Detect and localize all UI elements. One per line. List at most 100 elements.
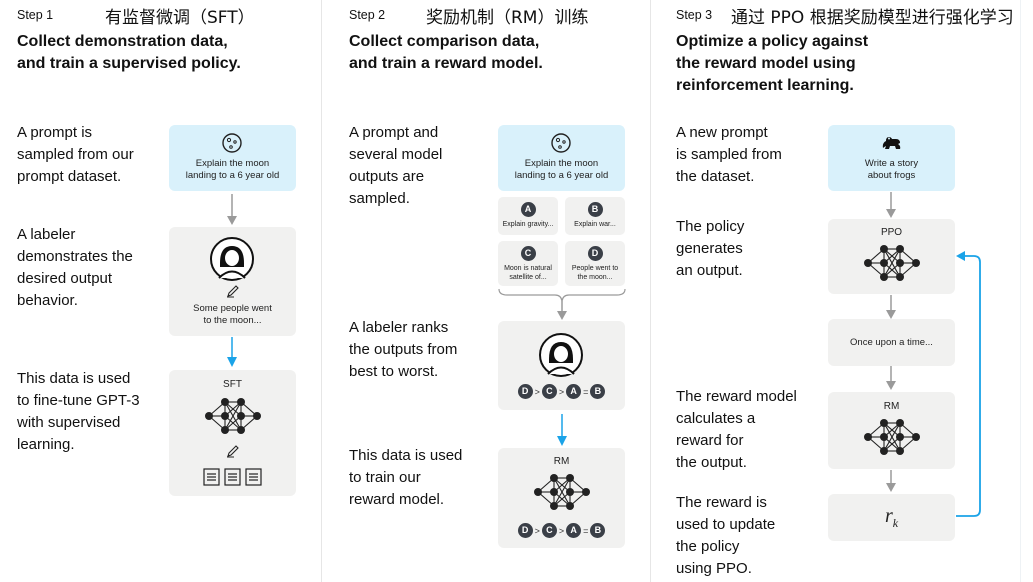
flow-arrow: [886, 295, 896, 319]
flow-arrow: [227, 194, 237, 225]
rank-badge: D: [517, 384, 533, 399]
prompt-text-line: about frogs: [867, 170, 916, 181]
desc-line: A prompt and: [349, 124, 439, 141]
desc-line: learning.: [17, 436, 75, 453]
feedback-loop-arrow: [956, 251, 981, 517]
flow-arrow-blue: [227, 337, 237, 367]
rank-operator: =: [583, 525, 589, 536]
desc-line: sampled from our: [17, 146, 134, 163]
rank-badge: A: [566, 523, 582, 538]
step2-desc-rank: A labeler ranks the outputs from best to…: [349, 317, 457, 383]
ppo-label: PPO: [880, 227, 903, 238]
step3-heading-line2: the reward model using: [676, 55, 856, 72]
step2-heading: Collect comparison data, and train a rew…: [349, 31, 543, 75]
flow-arrow: [886, 470, 896, 492]
pencil-icon: [227, 445, 239, 458]
step1-sft-model-card: SFT: [169, 370, 296, 496]
neural-network-icon: [205, 398, 261, 434]
output-text: satellite of...: [509, 274, 547, 281]
rm-label: RM: [883, 401, 900, 412]
desc-line: prompt dataset.: [17, 168, 122, 185]
moon-icon: [551, 133, 571, 153]
prompt-text-line: landing to a 6 year old: [514, 170, 609, 181]
step3-column: Step 3 通过 PPO 根据奖励模型进行强化学习 Optimize a po…: [651, 0, 1033, 582]
output-text: the moon...: [577, 274, 613, 281]
bracket-connector: [498, 288, 626, 320]
rank-badge: C: [541, 523, 557, 538]
demo-text-line: Some people went: [193, 303, 272, 314]
desc-line: using PPO.: [676, 560, 752, 577]
step3-output-card: Once upon a time...: [828, 319, 955, 366]
prompt-text-line: Write a story: [864, 158, 919, 169]
desc-line: behavior.: [17, 292, 78, 309]
output-card-d: D People went to the moon...: [565, 241, 625, 286]
step1-heading: Collect demonstration data, and train a …: [17, 31, 241, 75]
desc-line: demonstrates the: [17, 248, 133, 265]
desc-line: The policy: [676, 218, 745, 235]
prompt-text-line: Explain the moon: [195, 158, 270, 169]
desc-line: A labeler: [17, 226, 76, 243]
output-text: Once upon a time...: [850, 337, 933, 348]
desc-line: best to worst.: [349, 363, 439, 380]
desc-line: A prompt is: [17, 124, 93, 141]
output-letter-badge: D: [587, 246, 603, 261]
person-avatar-icon: [539, 333, 583, 377]
output-text: Explain war...: [574, 221, 616, 228]
step2-chinese-title: 奖励机制（RM）训练: [426, 8, 589, 28]
step2-prompt-card: Explain the moon landing to a 6 year old: [498, 125, 625, 191]
step3-reward-card: rk: [828, 494, 955, 541]
background-grid-line: [1020, 0, 1021, 582]
step1-demonstration-card: Some people went to the moon...: [169, 227, 296, 336]
ranking-row: D>C>A=B: [498, 523, 625, 538]
output-text: Explain gravity...: [502, 221, 554, 228]
flow-arrow: [886, 192, 896, 218]
step2-rm-model-card: RM D>C>A=B: [498, 448, 625, 548]
document-icon: [203, 468, 262, 486]
sft-model-label: SFT: [223, 379, 242, 390]
desc-line: used to update: [676, 516, 776, 533]
moon-icon: [222, 133, 242, 153]
desc-line: generates: [676, 240, 743, 257]
desc-line: to train our: [349, 469, 421, 486]
output-letter-badge: C: [520, 246, 536, 261]
desc-line: The reward model: [676, 388, 797, 405]
desc-line: A new prompt: [676, 124, 768, 141]
step3-label: Step 3: [676, 8, 713, 22]
desc-line: to fine-tune GPT-3: [17, 392, 140, 409]
step1-heading-line1: Collect demonstration data,: [17, 33, 228, 50]
neural-network-icon: [864, 245, 920, 281]
reward-symbol: r: [884, 505, 893, 527]
step3-heading-line3: reinforcement learning.: [676, 77, 854, 94]
step3-desc-reward-model: The reward model calculates a reward for…: [676, 386, 797, 474]
desc-line: is sampled from: [676, 146, 782, 163]
step3-prompt-card: Write a story about frogs: [828, 125, 955, 191]
demo-text-line: to the moon...: [203, 315, 262, 326]
desc-line: This data is used: [349, 447, 463, 464]
step3-chinese-title: 通过 PPO 根据奖励模型进行强化学习: [731, 8, 1014, 28]
desc-line: the output.: [676, 454, 747, 471]
prompt-text-line: landing to a 6 year old: [185, 170, 280, 181]
person-avatar-icon: [210, 237, 254, 281]
flow-arrow: [886, 366, 896, 390]
frog-icon: [882, 137, 901, 149]
step1-desc-prompt: A prompt is sampled from our prompt data…: [17, 122, 134, 188]
reward-subscript: k: [892, 516, 899, 530]
rank-badge: D: [517, 523, 533, 538]
column-divider-2: [650, 0, 651, 582]
step1-chinese-title: 有监督微调（SFT）: [105, 8, 255, 28]
step2-desc-sample: A prompt and several model outputs are s…: [349, 122, 442, 210]
reward-value: rk: [828, 504, 955, 535]
rank-badge: A: [566, 384, 582, 399]
flow-arrow-blue: [557, 414, 567, 446]
step3-heading: Optimize a policy against the reward mod…: [676, 31, 868, 97]
desc-line: The reward is: [676, 494, 767, 511]
output-card-b: B Explain war...: [565, 197, 625, 235]
desc-line: reward for: [676, 432, 744, 449]
desc-line: the dataset.: [676, 168, 755, 185]
rank-operator: =: [583, 386, 589, 397]
column-divider-1: [321, 0, 322, 582]
desc-line: reward model.: [349, 491, 445, 508]
output-card-a: A Explain gravity...: [498, 197, 558, 235]
desc-line: sampled.: [349, 190, 410, 207]
step1-column: Step 1 有监督微调（SFT） Collect demonstration …: [0, 0, 320, 582]
